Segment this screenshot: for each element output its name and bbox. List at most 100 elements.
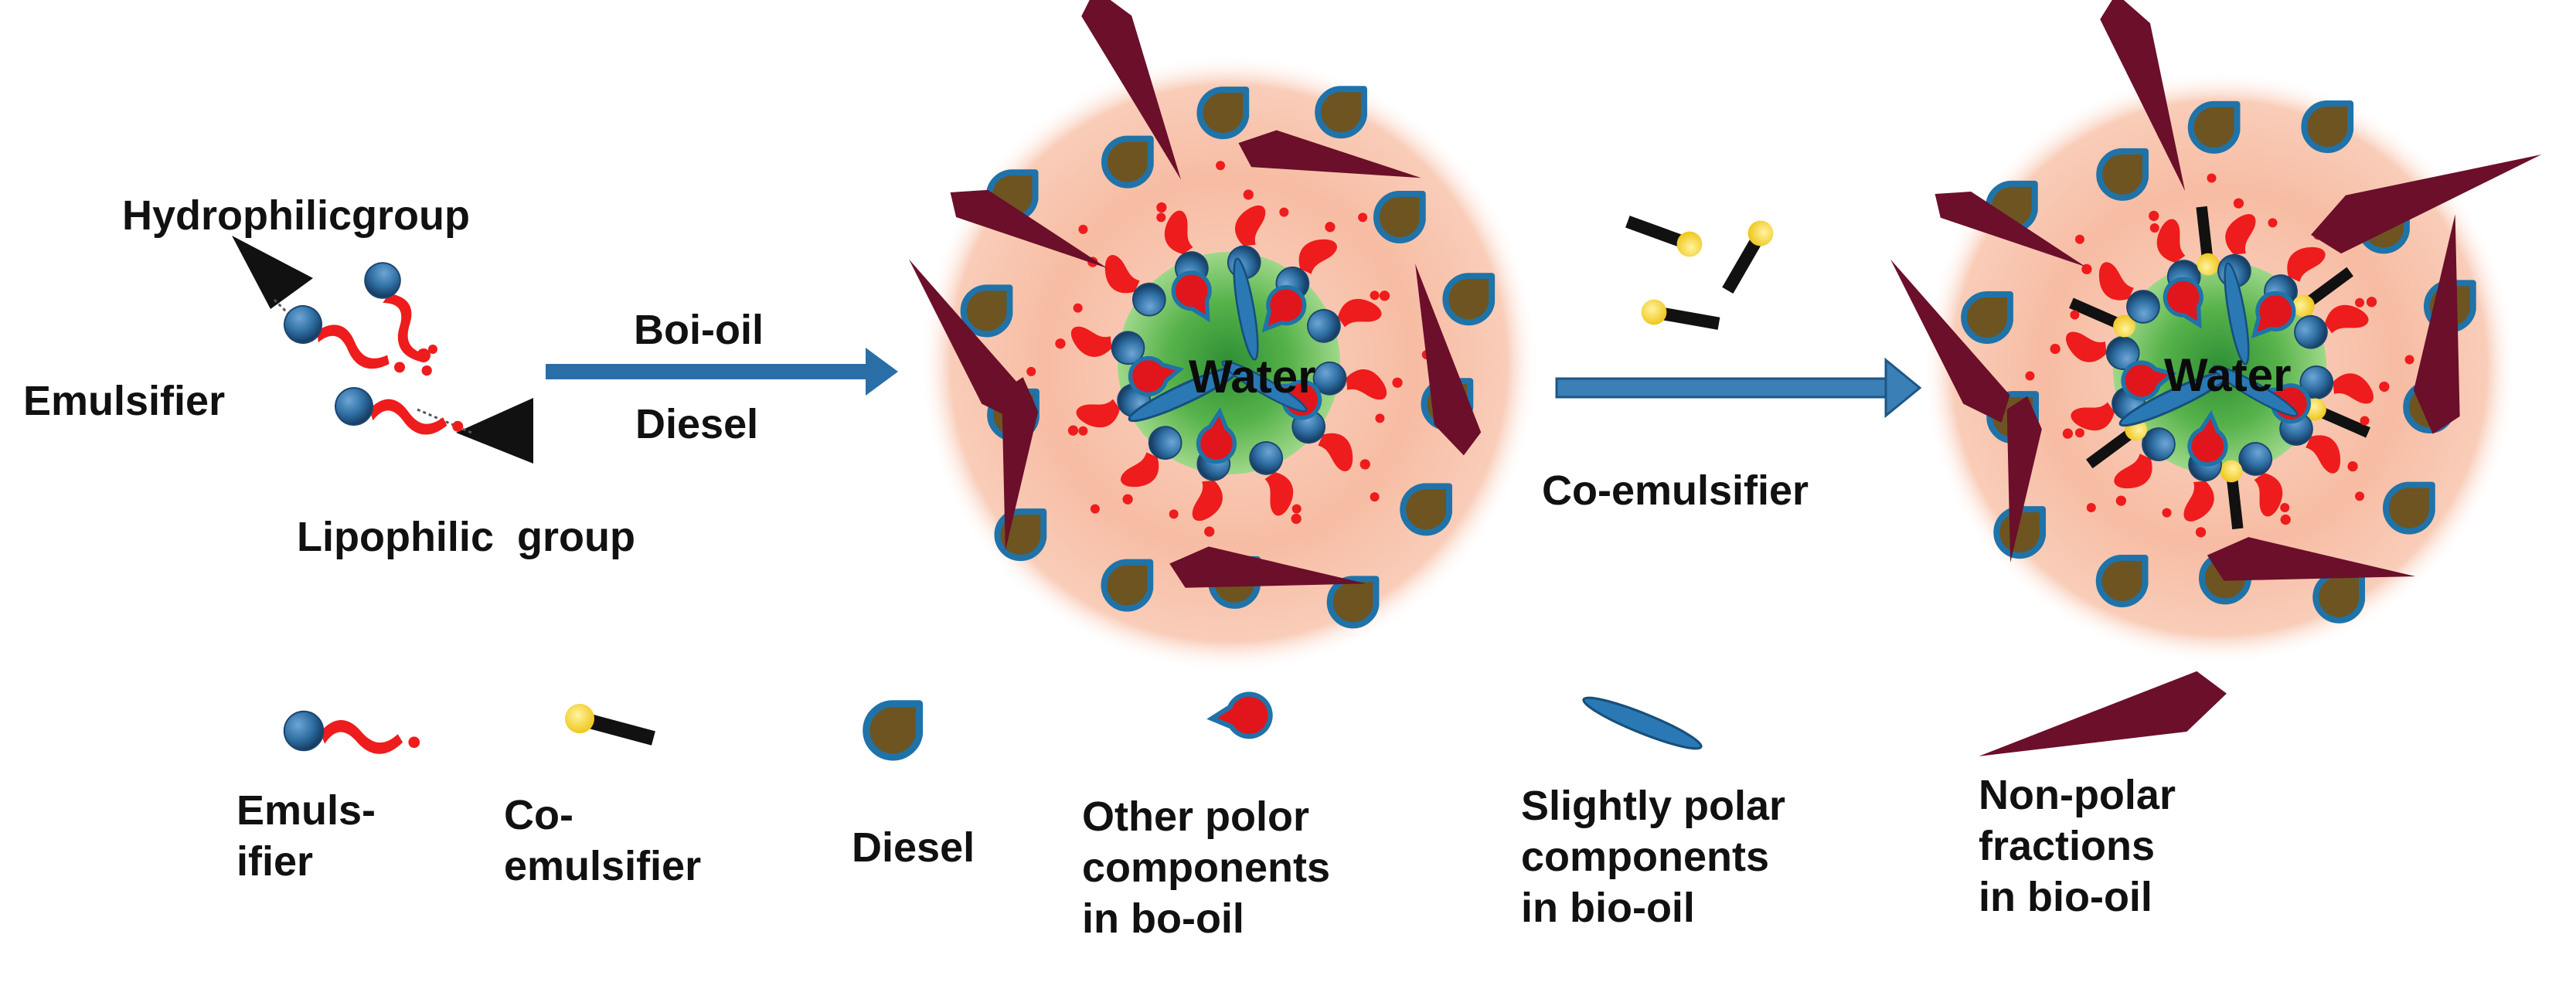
non-polar-shape xyxy=(1081,0,1182,180)
emulsifier-tail xyxy=(2225,214,2256,255)
emulsifier-icon xyxy=(2299,365,2390,404)
co-emulsifier-head xyxy=(1676,231,1703,257)
non-polar-icon xyxy=(2413,214,2460,434)
legend-non-polar-line2: fractions xyxy=(1979,823,2156,869)
co-emulsifier-tail xyxy=(2306,267,2353,306)
emulsifier-tail xyxy=(369,399,447,435)
co-emulsifier-head xyxy=(564,703,595,734)
emulsifier-tail xyxy=(2254,473,2283,517)
legend-slightly-polar-line1: Slightly polar xyxy=(1521,783,1786,829)
emulsifier-tail xyxy=(1298,239,1337,274)
emulsifier-head xyxy=(2126,290,2160,324)
other-polar-icon xyxy=(1171,270,1212,323)
emulsifier-icon xyxy=(284,305,406,373)
diesel-drop xyxy=(1400,483,1452,536)
slightly-polar-icon xyxy=(1233,257,1259,361)
red-dot xyxy=(2149,223,2159,233)
non-polar-icon xyxy=(2100,0,2186,192)
co-emulsifier-icon xyxy=(2292,267,2353,318)
legend-emulsifier-line2: ifier xyxy=(237,838,314,885)
red-dot xyxy=(1358,212,1368,223)
co-emulsifier-head xyxy=(1641,299,1667,325)
non-polar-shape xyxy=(1415,263,1482,456)
hydrophilic-group-label: Hydrophilicgroup xyxy=(122,192,470,239)
arrow2-shaft xyxy=(1555,377,1890,399)
other-polar-icon xyxy=(1196,407,1237,464)
diesel-drop xyxy=(2095,554,2149,607)
emulsifier-tail xyxy=(1264,471,1294,516)
emulsifier-dot xyxy=(1067,425,1079,436)
emulsifier-dot xyxy=(1291,513,1302,525)
co-emulsifier-head xyxy=(2197,253,2220,276)
diesel-drop xyxy=(1961,291,2013,344)
hydrophilic-triangle xyxy=(232,236,313,309)
slightly-polar-icon xyxy=(2212,365,2299,417)
emulsifier-tail xyxy=(1070,326,1112,357)
red-dot xyxy=(1026,366,1036,376)
diesel-drop xyxy=(2383,481,2435,535)
emulsifier-tail xyxy=(1121,452,1159,488)
emulsifier-dot xyxy=(2379,381,2390,392)
emulsifier-dot xyxy=(1379,291,1390,301)
non-polar-icon xyxy=(2207,537,2416,581)
diesel-icon xyxy=(2312,570,2366,624)
co-emulsifier-head xyxy=(2292,294,2315,318)
red-dot xyxy=(1078,426,1088,436)
droplet1-water-label: Water xyxy=(1189,351,1316,403)
diesel-drop xyxy=(1101,559,1154,612)
non-polar-shape xyxy=(1935,191,2086,267)
non-polar-shape xyxy=(908,259,1029,423)
emulsifier-tail xyxy=(1076,399,1121,428)
emulsifier-dot xyxy=(1055,338,1066,349)
legend-co-emulsifier-line2: emulsifier xyxy=(504,843,702,889)
diesel-icon xyxy=(2095,554,2149,607)
diesel-drop xyxy=(1326,576,1380,629)
diesel-drop xyxy=(1442,273,1496,326)
non-polar-shape xyxy=(1890,259,2010,423)
other-polar-shape xyxy=(1206,691,1273,739)
red-dot xyxy=(2355,491,2365,501)
red-dot xyxy=(1078,224,1088,234)
emulsifier-dot xyxy=(1156,202,1167,213)
red-dot xyxy=(2074,234,2084,244)
diesel-drop xyxy=(2096,148,2149,201)
emulsifier-dot xyxy=(2115,495,2127,506)
red-dot xyxy=(1073,303,1083,313)
legend-other-polar-line3: in bo-oil xyxy=(1082,895,1244,942)
emulsifier-tail xyxy=(1235,205,1266,246)
emulsifier-icon xyxy=(1055,326,1145,365)
red-dot xyxy=(2086,503,2096,513)
other-polar-icon xyxy=(1206,691,1273,739)
red-dot xyxy=(2280,503,2290,513)
other-polar-icon xyxy=(2187,409,2228,467)
emulsifier-icon xyxy=(1249,441,1302,525)
diesel-icon xyxy=(1373,190,1426,243)
red-dot xyxy=(1169,509,1179,519)
emulsifier-dot xyxy=(2149,210,2159,222)
diesel-icon xyxy=(2096,148,2149,201)
diesel-icon xyxy=(1196,87,1250,140)
emulsifier-dot xyxy=(2280,514,2291,525)
emulsifier-tail xyxy=(1104,255,1140,294)
co-emulsifier-tail xyxy=(1661,307,1720,330)
other-polar-shape xyxy=(2163,277,2203,329)
red-dot xyxy=(1090,504,1100,514)
emulsifier-head xyxy=(283,710,325,752)
legend-slightly-polar-line3: in bio-oil xyxy=(1521,885,1695,931)
co-emulsifier-tail xyxy=(2319,407,2370,438)
legend-non-polar-line1: Non-polar xyxy=(1979,772,2176,818)
emulsifier-dot xyxy=(408,736,420,749)
red-dot xyxy=(428,345,437,354)
emulsifier-dot xyxy=(1204,526,1215,537)
emulsifier-dot xyxy=(1392,377,1403,388)
arrow1-head xyxy=(866,348,898,396)
other-polar-icon xyxy=(1128,355,1185,397)
red-dot xyxy=(1370,492,1380,502)
droplet2-water-label: Water xyxy=(2164,349,2292,401)
legend-diesel-text: Diesel xyxy=(852,822,975,873)
diesel-icon xyxy=(1101,135,1154,189)
emulsifier-head xyxy=(1131,282,1166,317)
non-polar-icon xyxy=(1169,546,1366,588)
slightly-polar-shape xyxy=(2212,365,2299,417)
emulsifier-dot xyxy=(2050,343,2060,355)
